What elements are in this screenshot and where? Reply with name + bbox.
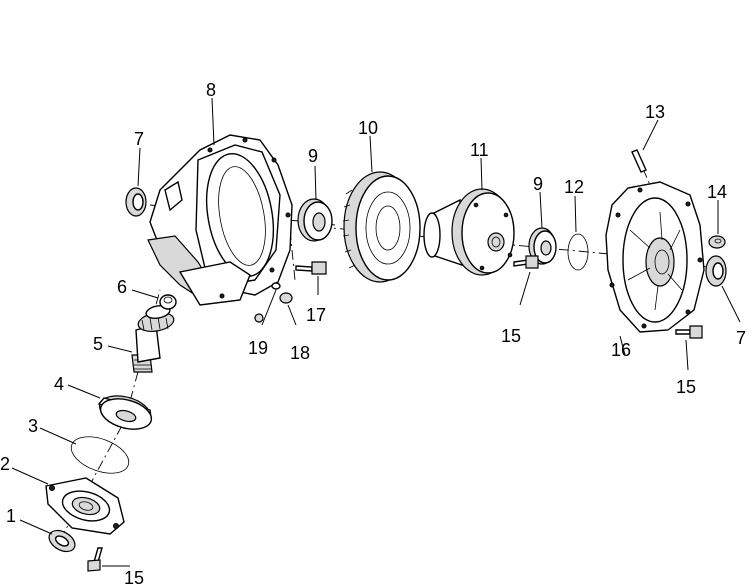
callout-15-middle: 15 bbox=[501, 326, 521, 346]
part-13-pin bbox=[631, 149, 647, 173]
callout-18: 18 bbox=[290, 343, 310, 363]
callout-13: 13 bbox=[645, 102, 665, 122]
callout-2: 2 bbox=[0, 454, 10, 474]
part-15-bolt-right bbox=[675, 325, 703, 339]
part-17-bolt bbox=[295, 261, 327, 275]
callout-8: 8 bbox=[206, 80, 216, 100]
callout-17: 17 bbox=[306, 305, 326, 325]
part-18-nut bbox=[279, 292, 293, 304]
callout-9-right: 9 bbox=[533, 174, 543, 194]
part-7-seal-left bbox=[125, 187, 147, 217]
callout-7-right: 7 bbox=[736, 328, 746, 348]
callout-16: 16 bbox=[611, 340, 631, 360]
callout-6: 6 bbox=[117, 277, 127, 297]
callout-14: 14 bbox=[707, 182, 727, 202]
leader-lines bbox=[11, 97, 741, 567]
part-14-nut bbox=[708, 235, 726, 249]
part-2-cover-plate bbox=[45, 477, 125, 535]
part-1-seal bbox=[48, 529, 76, 553]
part-12-o-ring bbox=[567, 233, 589, 271]
part-10-ring-gear bbox=[342, 171, 421, 283]
part-9-bearing-left bbox=[297, 198, 333, 242]
part-5-pinion-shaft bbox=[131, 305, 175, 373]
callout-15-bottom: 15 bbox=[124, 568, 144, 587]
callout-7-left: 7 bbox=[134, 129, 144, 149]
callout-12: 12 bbox=[564, 177, 584, 197]
callout-10: 10 bbox=[358, 118, 378, 138]
part-6-small-bearing bbox=[159, 294, 177, 310]
part-8-main-housing bbox=[147, 134, 293, 306]
callout-labels: 1 2 3 4 5 6 7 7 8 9 9 10 11 12 13 14 15 … bbox=[0, 80, 746, 587]
callout-11: 11 bbox=[470, 140, 489, 160]
callout-3: 3 bbox=[28, 416, 38, 436]
callout-5: 5 bbox=[93, 334, 103, 354]
callout-15-right: 15 bbox=[676, 377, 696, 397]
part-4-bearing bbox=[97, 395, 153, 430]
part-15-bolt-middle bbox=[513, 255, 539, 269]
callout-4: 4 bbox=[54, 374, 64, 394]
part-9-bearing-right bbox=[528, 227, 557, 265]
callout-9-left: 9 bbox=[308, 146, 318, 166]
part-11-differential bbox=[423, 188, 515, 276]
callout-1: 1 bbox=[6, 506, 16, 526]
callout-19: 19 bbox=[248, 338, 268, 358]
part-19-washer bbox=[254, 282, 281, 323]
part-3-o-ring bbox=[70, 436, 130, 474]
part-7-seal-right bbox=[705, 255, 727, 287]
part-16-cover bbox=[605, 181, 705, 333]
part-15-bolt-bottom bbox=[87, 547, 103, 572]
